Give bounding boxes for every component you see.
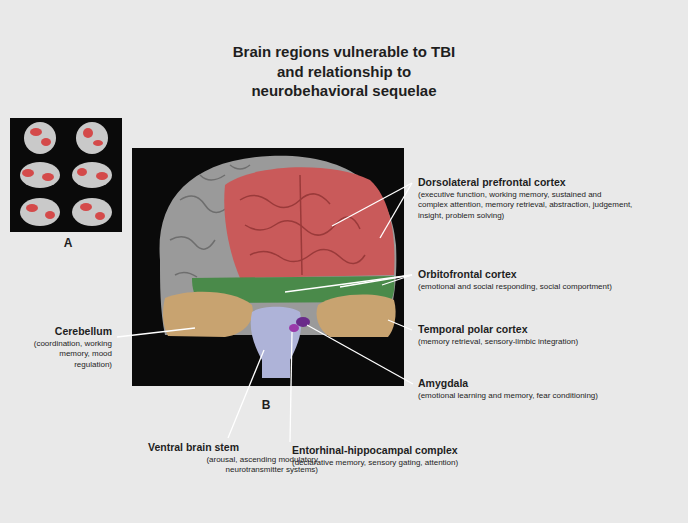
mini-brains bbox=[20, 122, 112, 226]
panel-b bbox=[132, 148, 404, 386]
brain-front-view bbox=[160, 156, 397, 378]
region-name: Entorhinal-hippocampal complex bbox=[292, 444, 542, 457]
region-function: (declarative memory, sensory gating, att… bbox=[292, 458, 542, 468]
region-name: Cerebellum bbox=[20, 325, 112, 338]
region-function: (memory retrieval, sensory-limbic integr… bbox=[418, 337, 658, 347]
region-name: Dorsolateral prefrontal cortex bbox=[418, 176, 658, 189]
diagram-title: Brain regions vulnerable to TBI and rela… bbox=[224, 42, 464, 101]
region-function: (arousal, ascending modulatory neurotran… bbox=[148, 455, 318, 476]
panel-letter: B bbox=[256, 398, 276, 412]
region-function: (executive function, working memory, sus… bbox=[418, 190, 633, 221]
region-name: Temporal polar cortex bbox=[418, 323, 658, 336]
panel-letter: A bbox=[58, 236, 78, 250]
region-function: (emotional and social responding, social… bbox=[418, 282, 658, 292]
region-function: (emotional learning and memory, fear con… bbox=[418, 391, 618, 401]
panel-a bbox=[10, 118, 122, 232]
leader-lines bbox=[117, 183, 413, 442]
region-name: Amygdala bbox=[418, 377, 658, 390]
region-function: (coordination, working memory, mood regu… bbox=[30, 339, 112, 370]
region-name: Ventral brain stem bbox=[148, 441, 318, 454]
region-name: Orbitofrontal cortex bbox=[418, 268, 658, 281]
